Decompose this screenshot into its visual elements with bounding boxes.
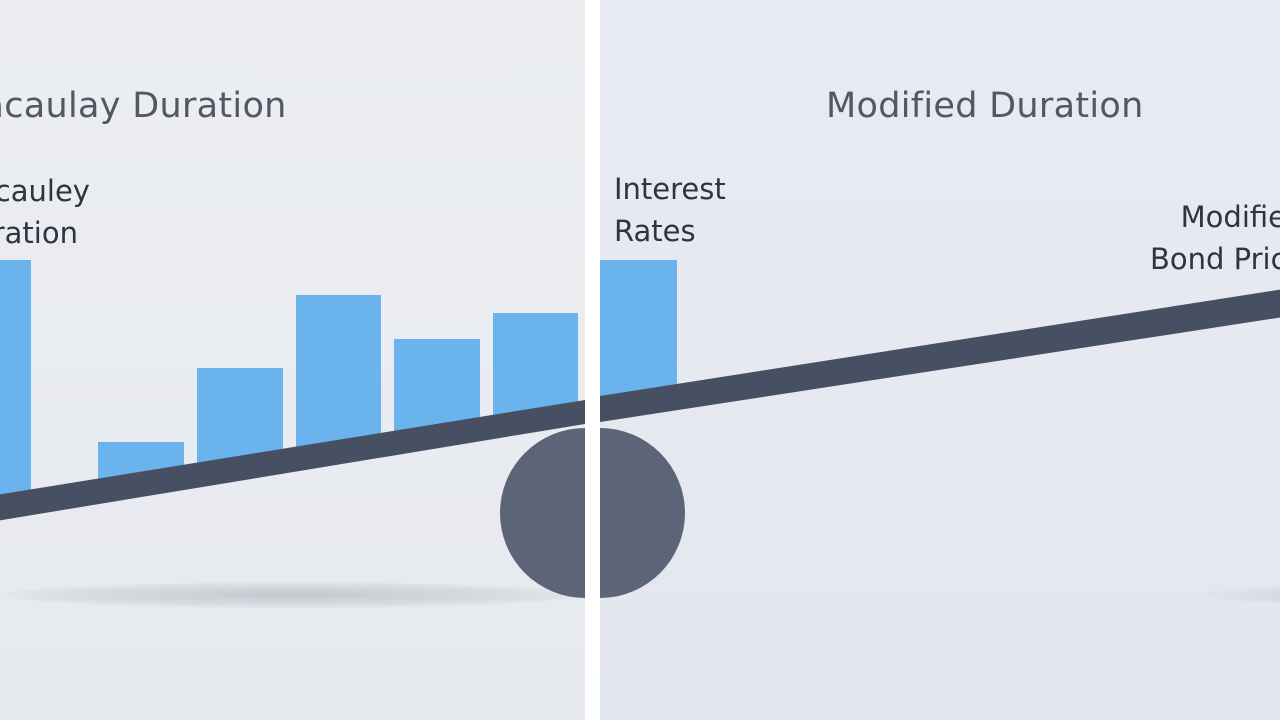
ground-shadow [0, 582, 585, 608]
macaulay-title: Macaulay Duration [0, 86, 287, 126]
panel-divider [585, 0, 600, 720]
bar-6 [493, 313, 578, 418]
seesaw-beam-left [0, 400, 585, 521]
bond-price-label-line-1: Modified [1180, 200, 1280, 234]
modified-seesaw-graphic [600, 260, 1280, 598]
interest-rates-label-line-1: Interest [614, 172, 726, 206]
bar-4 [296, 295, 381, 447]
fulcrum-left-half [500, 428, 585, 598]
bar-3 [197, 368, 283, 464]
macaulay-label-line-2: Duration [0, 216, 78, 250]
macaulay-panel: Macaulay Duration Macauley Duration [0, 0, 585, 720]
macaulay-seesaw-graphic [0, 260, 585, 598]
fulcrum-right-half [600, 428, 685, 598]
interest-rates-bar [600, 260, 677, 396]
bond-price-label-line-2: Bond Price [1150, 242, 1280, 276]
modified-title: Modified Duration [826, 86, 1144, 126]
modified-panel: Modified Duration Interest Rates Modifie… [600, 0, 1280, 720]
macaulay-label: Macauley Duration [0, 170, 90, 254]
macaulay-label-line-1: Macauley [0, 174, 90, 208]
interest-rates-label-line-2: Rates [614, 214, 696, 248]
seesaw-beam-right [600, 289, 1280, 422]
bar-1 [0, 260, 31, 496]
interest-rates-label: Interest Rates [614, 168, 726, 252]
bar-5 [394, 339, 480, 433]
bond-price-label: Modified Bond Price [1150, 196, 1280, 280]
